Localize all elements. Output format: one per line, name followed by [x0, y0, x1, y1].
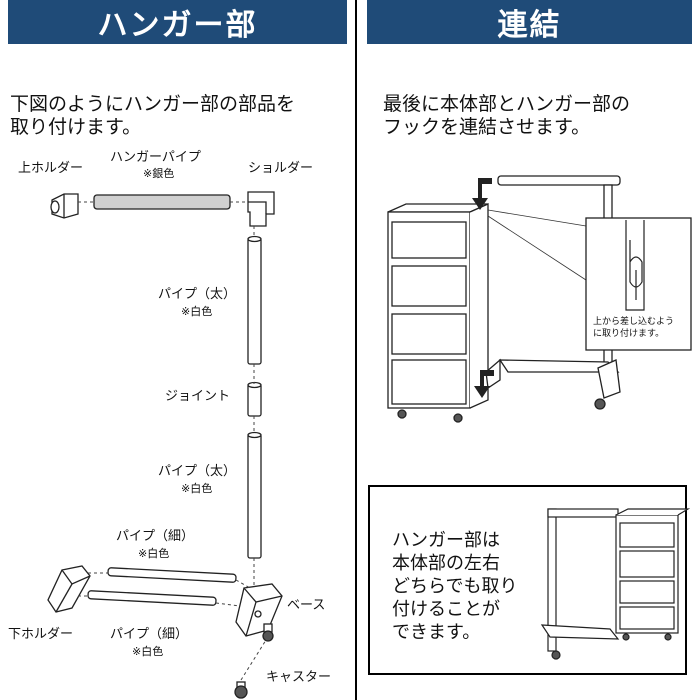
joint-part: [247, 381, 262, 417]
inset-detail-box: [585, 217, 692, 351]
pipe-thin-1-note: ※白色: [138, 547, 170, 560]
side-note-line: どちらでも取り: [392, 576, 518, 597]
description-line: 下図のようにハンガー部の部品を: [10, 93, 296, 115]
description-line: 取り付けます。: [10, 116, 142, 138]
pipe-thick-1-label: パイプ（太）: [158, 287, 237, 302]
description-line: 最後に本体部とハンガー部の: [383, 93, 631, 115]
side-note-line: 本体部の左右: [392, 553, 500, 574]
side-note-illustration: [540, 508, 691, 660]
lower-holder-label: 下ホルダー: [8, 627, 74, 642]
inset-note-line: 上から差し込むよう: [593, 317, 675, 327]
joint-label: ジョイント: [165, 389, 231, 404]
inset-note-line: に取り付けます。: [593, 329, 665, 339]
pipe-thick-1-note: ※白色: [181, 305, 213, 318]
lower-holder-part: [47, 565, 91, 613]
right-panel-title: 連結: [367, 0, 692, 44]
side-note-box: ハンガー部は 本体部の左右 どちらでも取り 付けることが できます。: [368, 485, 691, 675]
assembly-guide-lines: [78, 201, 267, 681]
shoulder-label: ショルダー: [248, 161, 314, 176]
pipe-thin-1-label: パイプ（細）: [116, 529, 195, 544]
panel-divider: [355, 0, 357, 700]
drawer-unit: [387, 202, 489, 423]
hook-arrows: [472, 178, 494, 398]
side-note-line: ハンガー部は: [392, 530, 500, 551]
right-panel-description: 最後に本体部とハンガー部の フックを連結させます。: [383, 93, 683, 139]
pipe-thin-2-note: ※白色: [132, 645, 164, 658]
caster-mounted-part: [262, 623, 274, 642]
hanger-pipe-note: ※銀色: [143, 167, 175, 180]
side-note-text: ハンガー部は 本体部の左右 どちらでも取り 付けることが できます。: [392, 529, 532, 644]
side-note-line: 付けることが: [392, 599, 500, 620]
connection-illustration: [387, 175, 692, 423]
hanger-pipe-label: ハンガーパイプ: [110, 150, 201, 165]
pipe-thin-2-part: [87, 590, 217, 606]
pipe-thin-1-part: [107, 567, 237, 583]
base-part: [235, 583, 283, 637]
pipe-thin-2-label: パイプ（細）: [110, 627, 189, 642]
base-label: ベース: [287, 598, 326, 613]
hook-detail: [625, 220, 645, 311]
pipe-thick-1-part: [247, 235, 262, 365]
caster-loose-part: [234, 681, 248, 699]
zoom-lines: [487, 209, 587, 281]
description-line: フックを連結させます。: [383, 116, 591, 138]
upper-holder-part: [50, 193, 79, 219]
pipe-thick-2-label: パイプ（太）: [158, 464, 237, 479]
side-note-line: できます。: [392, 622, 481, 643]
shoulder-part: [247, 191, 275, 227]
caster-label: キャスター: [266, 670, 332, 685]
pipe-thick-2-note: ※白色: [181, 482, 213, 495]
hanger-pipe-part: [93, 194, 231, 210]
inset-note: 上から差し込むよう に取り付けます。: [593, 316, 688, 340]
left-panel-description: 下図のようにハンガー部の部品を 取り付けます。: [10, 93, 345, 139]
pipe-thick-2-part: [247, 431, 262, 559]
left-panel-title: ハンガー部: [8, 0, 347, 44]
upper-holder-label: 上ホルダー: [18, 161, 84, 176]
